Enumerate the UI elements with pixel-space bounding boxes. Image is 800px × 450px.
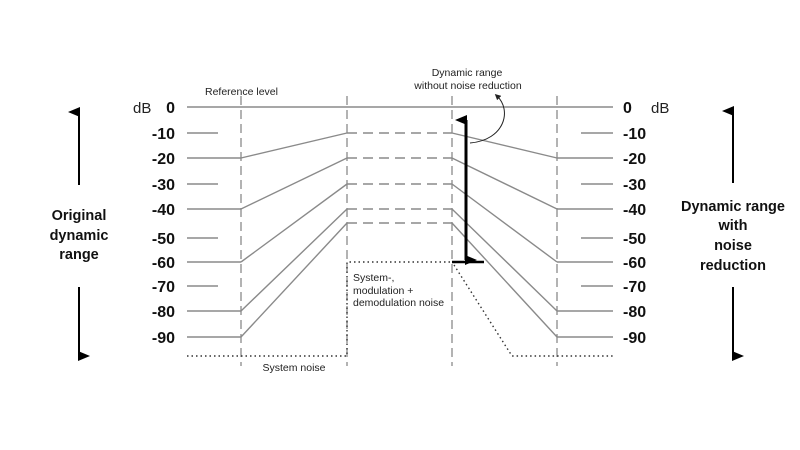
level-label-left: -10 [152, 126, 175, 143]
unit-label-right: dB [651, 100, 669, 117]
level-label-left: -50 [152, 231, 175, 248]
level-label-right: -20 [623, 151, 646, 168]
level-label-left: -70 [152, 279, 175, 296]
original-dr-label-1: Original [52, 208, 107, 224]
level-label-right: -50 [623, 231, 646, 248]
expander-path [451, 132, 558, 159]
level-label-right: -90 [623, 330, 646, 347]
signal-paths [240, 132, 558, 338]
with-nr-label-3: noise [714, 238, 752, 254]
left-level-labels: 0 -10 -20 -30 -40 -50 -60 -70 -80 -90 [152, 100, 175, 347]
compressor-path [240, 222, 348, 338]
level-label-left: -40 [152, 202, 175, 219]
level-label-right: -30 [623, 177, 646, 194]
level-label-left: -80 [152, 304, 175, 321]
with-nr-label-4: reduction [700, 258, 766, 274]
level-label-left: -90 [152, 330, 175, 347]
with-nr-label-1: Dynamic range [681, 199, 785, 215]
unit-label-left: dB [133, 100, 151, 117]
level-label-right: -80 [623, 304, 646, 321]
expander-path [451, 183, 558, 263]
level-label-left: -60 [152, 255, 175, 272]
level-label-right: -40 [623, 202, 646, 219]
mod-noise-label-1: System-, [353, 272, 394, 284]
level-label-right: -70 [623, 279, 646, 296]
compressor-path [240, 132, 348, 159]
level-label-right: -10 [623, 126, 646, 143]
stage-dividers [240, 96, 558, 366]
mod-noise-label-3: demodulation noise [353, 297, 444, 309]
system-noise-label: System noise [262, 362, 325, 374]
original-dr-label-2: dynamic [50, 228, 109, 244]
reference-level-label: Reference level [205, 86, 278, 98]
compressor-path [240, 183, 348, 263]
callout-curve-arrow [469, 93, 505, 144]
compressor-path [240, 157, 348, 210]
right-level-labels: 0 -10 -20 -30 -40 -50 -60 -70 -80 -90 [623, 100, 646, 347]
level-lines [187, 106, 613, 338]
expander-path [451, 157, 558, 210]
dr-without-label-1: Dynamic range [432, 67, 503, 79]
level-label-left: -30 [152, 177, 175, 194]
mod-noise-label-2: modulation + [353, 285, 413, 297]
dr-without-label-2: without noise reduction [413, 80, 522, 92]
original-dr-label-3: range [59, 247, 99, 263]
system-noise-floor-left [187, 261, 452, 357]
level-label-left: 0 [166, 100, 175, 117]
compressor-path [240, 208, 348, 312]
expander-path [451, 222, 558, 338]
level-label-right: -60 [623, 255, 646, 272]
with-nr-label-2: with [718, 218, 748, 234]
expander-path [451, 208, 558, 312]
level-label-right: 0 [623, 100, 632, 117]
noise-floors [187, 261, 613, 357]
level-label-left: -20 [152, 151, 175, 168]
